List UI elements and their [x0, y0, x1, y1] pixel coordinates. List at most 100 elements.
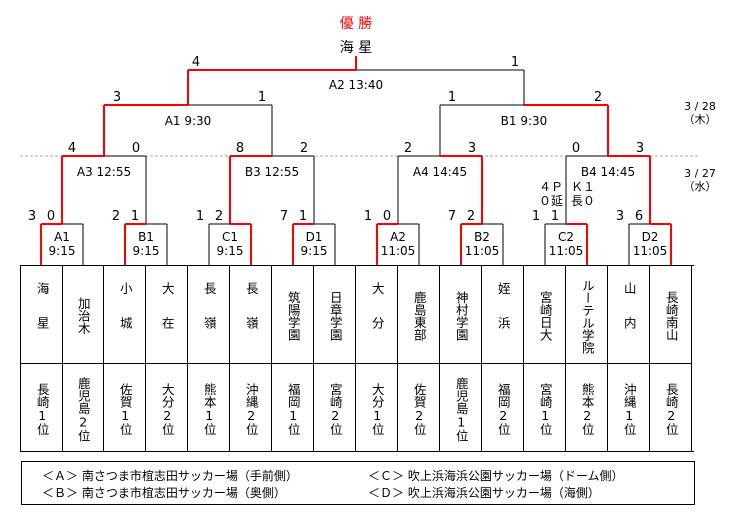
r1-B1-left-score: 2 — [112, 209, 120, 224]
r1-A1-left-score: 3 — [28, 209, 36, 224]
team-prefecture-cell: 宮崎1位 — [524, 370, 565, 448]
team-prefecture-cell: 鹿児島1位 — [440, 370, 481, 448]
final-match: 4 1 A2 13:40 — [187, 55, 525, 105]
team-prefecture-cell: 大分2位 — [146, 370, 187, 448]
team-divider — [272, 363, 313, 364]
team-column: 長崎南山長崎2位 — [650, 266, 692, 451]
upper-date: 3 / 28 — [684, 100, 716, 113]
upper-day: （木） — [684, 113, 717, 126]
team-prefecture-cell: 鹿児島2位 — [62, 370, 103, 448]
r1-B1-right-score: 1 — [131, 209, 139, 224]
team-column: 加治木鹿児島2位 — [62, 266, 104, 451]
r1-C1-left-score: 1 — [196, 209, 204, 224]
r1-B1-code: B1 — [138, 230, 154, 244]
team-column: 長嶺熊本1位 — [188, 266, 230, 451]
a3-right-score: 0 — [132, 141, 140, 156]
b3-right-score: 2 — [300, 141, 308, 156]
team-name-cell: 海星 — [21, 272, 62, 360]
a3-left-score: 4 — [68, 141, 76, 156]
r1-C2-right-score: 1 — [551, 209, 559, 224]
a3-label: A3 12:55 — [77, 165, 131, 179]
team-divider — [482, 363, 523, 364]
team-prefecture-cell: 佐賀2位 — [398, 370, 439, 448]
team-name: 宮崎日大 — [537, 291, 553, 341]
quarterfinal-a4: 2 3 A4 14:45 — [397, 141, 483, 224]
team-prefecture-cell: 長崎1位 — [21, 370, 62, 448]
team-name-cell: 姪浜 — [482, 272, 523, 360]
team-name: 大在 — [159, 281, 175, 351]
team-prefecture-cell: 佐賀1位 — [104, 370, 145, 448]
semifinal-b1: 1 2 B1 9:30 — [439, 70, 609, 156]
c2-pk-right-2: 長０ — [571, 194, 595, 208]
team-prefecture: 福岡1位 — [285, 382, 301, 436]
team-prefecture: 大分1位 — [369, 382, 385, 436]
team-name-cell: 長嶺 — [188, 272, 229, 360]
b3-left-score: 8 — [236, 141, 244, 156]
quarterfinal-b4: 0 3 B4 14:45 — [565, 141, 651, 224]
r1-B2-code: B2 — [474, 230, 490, 244]
team-prefecture: 佐賀1位 — [117, 382, 133, 436]
team-prefecture: 佐賀2位 — [411, 382, 427, 436]
r1-D1-left-score: 7 — [280, 209, 288, 224]
legend-c: ＜Ｃ＞ 吹上浜海浜公園サッカー場（ドーム側） — [368, 469, 624, 483]
team-column: ルーテル学院熊本2位 — [566, 266, 608, 451]
team-name-cell: 大在 — [146, 272, 187, 360]
a4-left-score: 2 — [404, 141, 412, 156]
team-prefecture-cell: 福岡1位 — [272, 370, 313, 448]
a4-label: A4 14:45 — [413, 165, 467, 179]
r1-A2-time: 11:05 — [381, 244, 416, 258]
b4-right-score: 3 — [636, 141, 644, 156]
team-prefecture-cell: 宮崎2位 — [314, 370, 355, 448]
team-name: 姪浜 — [495, 281, 511, 351]
team-divider — [650, 363, 691, 364]
team-name: 筑陽学園 — [285, 291, 301, 341]
team-name-cell: 鹿島東部 — [398, 272, 439, 360]
team-prefecture: 沖縄1位 — [621, 382, 637, 436]
r1-C1-code: C1 — [222, 230, 238, 244]
final-right-score: 1 — [511, 55, 519, 70]
team-divider — [62, 363, 103, 364]
team-name: 加治木 — [75, 297, 91, 335]
team-column: 筑陽学園福岡1位 — [272, 266, 314, 451]
r1-C1-right-score: 2 — [215, 209, 223, 224]
r1-B2-time: 11:05 — [465, 244, 500, 258]
team-divider — [314, 363, 355, 364]
team-name: 海星 — [34, 281, 50, 351]
team-name: 長嶺 — [201, 281, 217, 351]
r1-D1-right-score: 1 — [299, 209, 307, 224]
legend-a: ＜Ａ＞ 南さつま市椬志田サッカー場（手前側） — [42, 469, 298, 483]
team-prefecture: 宮崎1位 — [537, 382, 553, 436]
team-column: 宮崎日大宮崎1位 — [524, 266, 566, 451]
team-name-cell: 山内 — [608, 272, 649, 360]
c2-pk-right-1: Ｋ１ — [571, 180, 595, 194]
team-divider — [146, 363, 187, 364]
r1-B2-right-score: 2 — [467, 209, 475, 224]
semifinal-a1: 3 1 A1 9:30 — [103, 90, 273, 156]
team-prefecture-cell: 長崎2位 — [650, 370, 691, 448]
team-column: 鹿島東部佐賀2位 — [398, 266, 440, 451]
team-prefecture-cell: 沖縄2位 — [230, 370, 271, 448]
team-prefecture: 鹿児島2位 — [75, 376, 91, 442]
team-name: ルーテル学院 — [579, 278, 595, 354]
team-name-cell: 加治木 — [62, 272, 103, 360]
team-name-cell: 小城 — [104, 272, 145, 360]
r1-C2-time: 11:05 — [549, 244, 584, 258]
team-prefecture: 鹿児島1位 — [453, 376, 469, 442]
team-name-cell: 神村学園 — [440, 272, 481, 360]
team-column: 神村学園鹿児島1位 — [440, 266, 482, 451]
a1-label: A1 9:30 — [165, 114, 212, 128]
lower-date: 3 / 27 — [684, 167, 716, 180]
r1-B2-left-score: 7 — [448, 209, 456, 224]
b1-left-score: 1 — [448, 90, 456, 105]
team-divider — [230, 363, 271, 364]
team-prefecture-cell: 大分1位 — [356, 370, 397, 448]
team-prefecture-cell: 熊本2位 — [566, 370, 607, 448]
team-prefecture: 長崎1位 — [34, 382, 50, 436]
r1-D2-time: 11:05 — [633, 244, 668, 258]
legend-b: ＜Ｂ＞ 南さつま市椬志田サッカー場（奥側） — [42, 486, 286, 500]
final-label: A2 13:40 — [329, 78, 383, 92]
team-name: 神村学園 — [453, 291, 469, 341]
legend-d: ＜Ｄ＞ 吹上浜海浜公園サッカー場（海側） — [368, 486, 600, 500]
team-divider — [566, 363, 607, 364]
team-prefecture: 福岡2位 — [495, 382, 511, 436]
